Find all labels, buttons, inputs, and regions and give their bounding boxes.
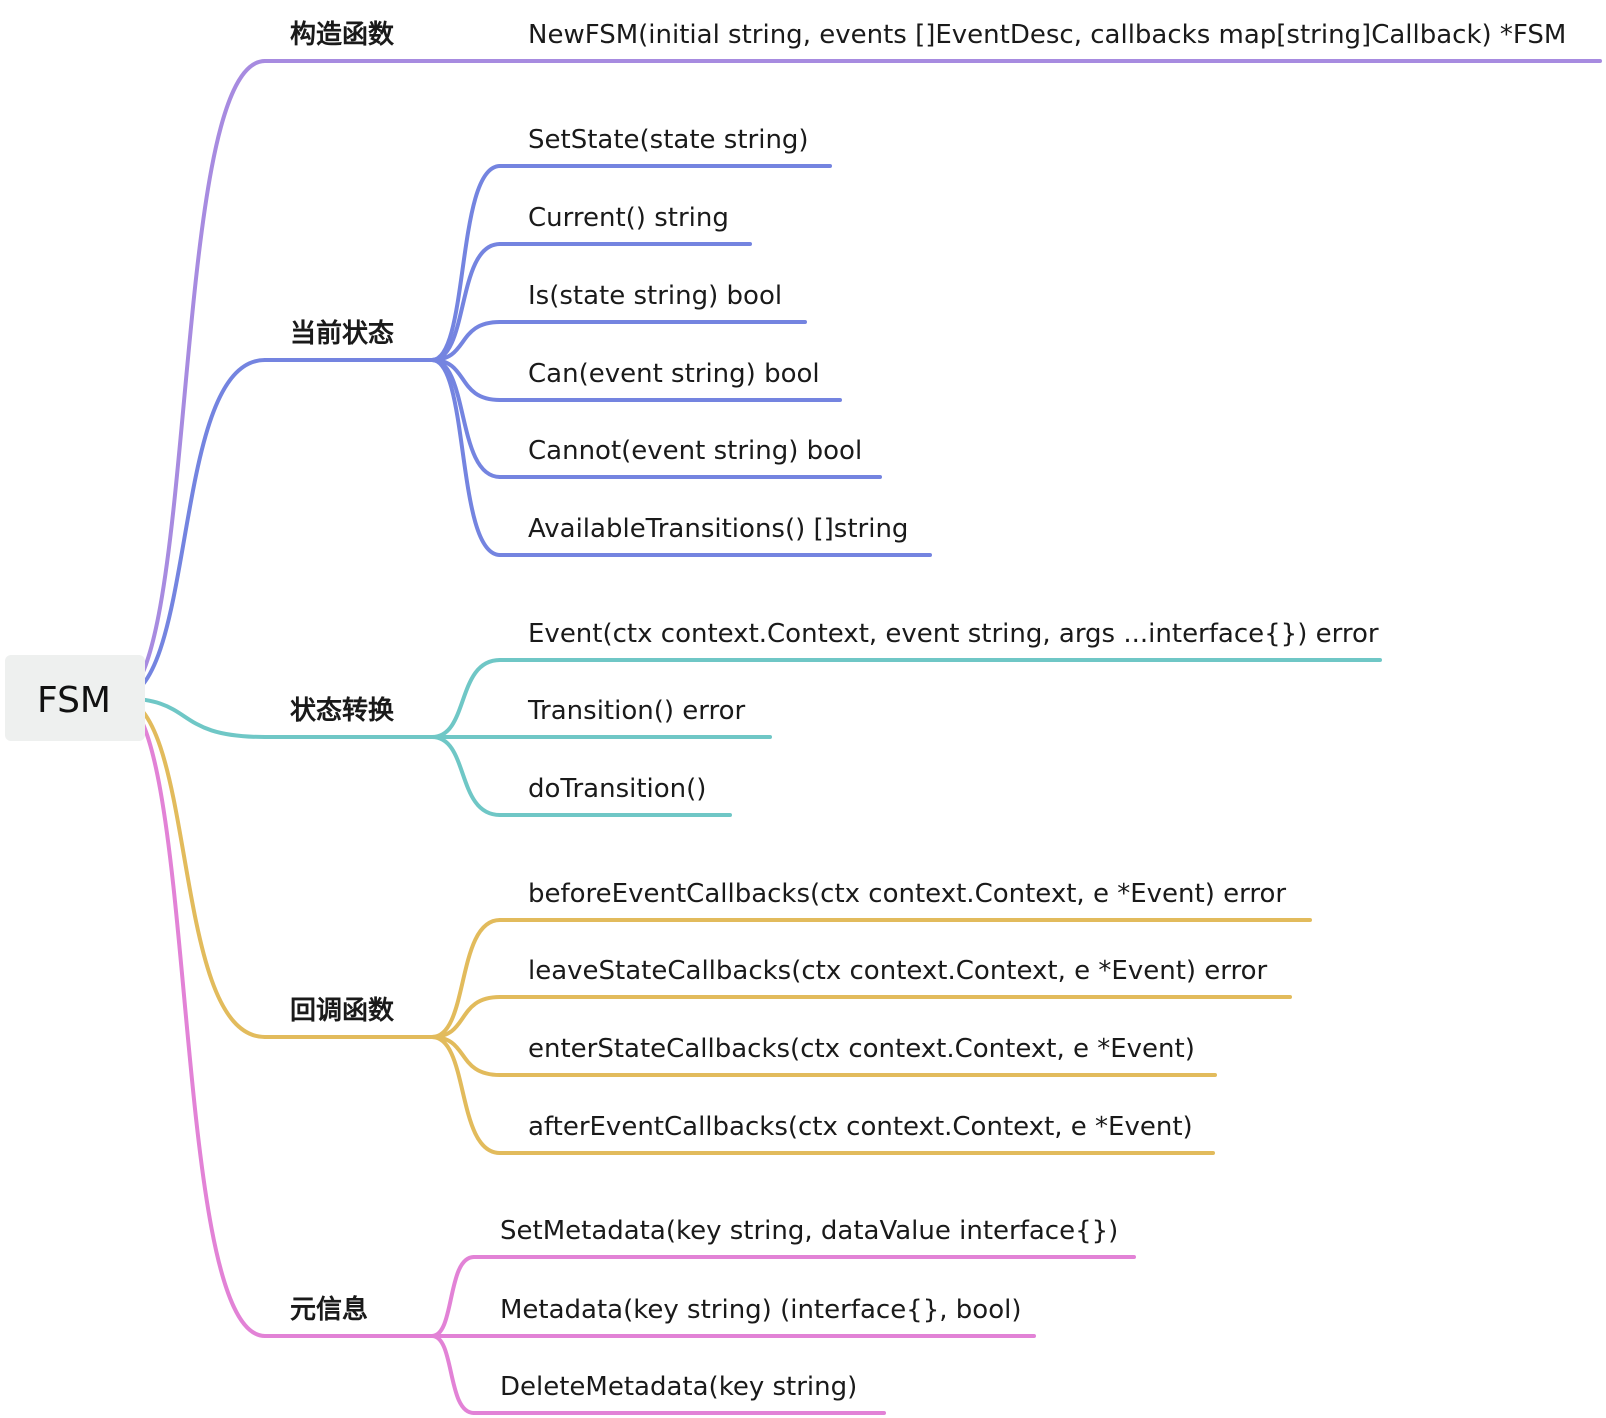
- branch-node-current-state[interactable]: 当前状态: [290, 318, 394, 349]
- branch-node-metadata[interactable]: 元信息: [290, 1294, 368, 1325]
- leaf-label: beforeEventCallbacks(ctx context.Context…: [528, 879, 1286, 909]
- leaf-node-callbacks-1[interactable]: beforeEventCallbacks(ctx context.Context…: [528, 879, 1286, 909]
- leaf-label: leaveStateCallbacks(ctx context.Context,…: [528, 956, 1268, 986]
- edge-root-to-constructor: [116, 59, 267, 700]
- edge-state-transition-to-leaf-3: [430, 735, 502, 817]
- edge-root-to-metadata: [116, 696, 267, 1338]
- leaf-node-state-transition-2[interactable]: Transition() error: [527, 696, 746, 726]
- leaf-label: NewFSM(initial string, events []EventDes…: [528, 20, 1566, 50]
- leaf-node-callbacks-2[interactable]: leaveStateCallbacks(ctx context.Context,…: [528, 956, 1268, 986]
- edge-metadata-to-leaf-1: [430, 1255, 476, 1338]
- leaf-node-current-state-4[interactable]: Can(event string) bool: [528, 359, 820, 389]
- leaf-node-callbacks-3[interactable]: enterStateCallbacks(ctx context.Context,…: [528, 1034, 1195, 1064]
- leaf-label: SetState(state string): [528, 125, 809, 155]
- edge-current-state-to-leaf-3: [430, 320, 502, 362]
- leaf-label: DeleteMetadata(key string): [500, 1372, 857, 1402]
- leaf-node-current-state-1[interactable]: SetState(state string): [528, 125, 809, 155]
- edge-current-state-to-leaf-1: [430, 164, 502, 362]
- leaf-label: AvailableTransitions() []string: [528, 514, 908, 544]
- leaf-node-metadata-1[interactable]: SetMetadata(key string, dataValue interf…: [500, 1216, 1118, 1246]
- leaf-label: Metadata(key string) (interface{}, bool): [500, 1295, 1022, 1325]
- leaf-node-state-transition-3[interactable]: doTransition(): [528, 774, 706, 804]
- root-node[interactable]: FSM: [5, 655, 145, 741]
- leaf-node-metadata-2[interactable]: Metadata(key string) (interface{}, bool): [500, 1295, 1022, 1325]
- leaf-node-current-state-5[interactable]: Cannot(event string) bool: [528, 436, 862, 466]
- leaf-node-constructor-1[interactable]: NewFSM(initial string, events []EventDes…: [528, 20, 1566, 50]
- leaf-label: Transition() error: [527, 696, 746, 726]
- leaf-node-current-state-2[interactable]: Current() string: [528, 203, 729, 233]
- leaf-label: Cannot(event string) bool: [528, 436, 862, 466]
- leaf-label: Current() string: [528, 203, 729, 233]
- mindmap-edges: [116, 59, 1602, 1415]
- leaf-node-metadata-3[interactable]: DeleteMetadata(key string): [500, 1372, 857, 1402]
- leaf-node-callbacks-4[interactable]: afterEventCallbacks(ctx context.Context,…: [528, 1112, 1193, 1142]
- edge-state-transition-to-leaf-1: [430, 658, 502, 739]
- leaf-label: Event(ctx context.Context, event string,…: [528, 619, 1379, 649]
- leaf-node-state-transition-1[interactable]: Event(ctx context.Context, event string,…: [528, 619, 1379, 649]
- edge-current-state-to-leaf-5: [430, 358, 502, 479]
- leaf-node-current-state-6[interactable]: AvailableTransitions() []string: [528, 514, 908, 544]
- mindmap-nodes: 构造函数 NewFSM(initial string, events []Even…: [290, 20, 1566, 1402]
- branch-node-constructor[interactable]: 构造函数: [290, 20, 395, 50]
- edge-callbacks-to-leaf-2: [430, 995, 502, 1039]
- branch-node-state-transition[interactable]: 状态转换: [290, 695, 395, 726]
- branch-label: 元信息: [290, 1294, 368, 1325]
- leaf-node-current-state-3[interactable]: Is(state string) bool: [528, 281, 782, 311]
- leaf-label: enterStateCallbacks(ctx context.Context,…: [528, 1034, 1195, 1064]
- leaf-label: afterEventCallbacks(ctx context.Context,…: [528, 1112, 1193, 1142]
- edge-current-state-to-leaf-2: [430, 242, 502, 362]
- branch-label: 回调函数: [290, 996, 395, 1026]
- leaf-label: Is(state string) bool: [528, 281, 782, 311]
- leaf-label: doTransition(): [528, 774, 706, 804]
- branch-label: 状态转换: [290, 695, 395, 726]
- root-node-label: FSM: [37, 680, 111, 721]
- edge-callbacks-to-leaf-4: [430, 1035, 502, 1155]
- leaf-label: SetMetadata(key string, dataValue interf…: [500, 1216, 1118, 1246]
- edge-callbacks-to-leaf-1: [430, 918, 502, 1039]
- branch-label: 构造函数: [290, 20, 395, 50]
- leaf-label: Can(event string) bool: [528, 359, 820, 389]
- branch-label: 当前状态: [290, 318, 394, 349]
- edge-root-to-callbacks: [116, 696, 267, 1039]
- branch-node-callbacks[interactable]: 回调函数: [290, 996, 395, 1026]
- edge-current-state-to-leaf-6: [430, 358, 502, 557]
- root-node-box: [5, 655, 145, 741]
- edge-root-to-current-state: [116, 358, 267, 700]
- edge-metadata-to-leaf-3: [430, 1334, 476, 1415]
